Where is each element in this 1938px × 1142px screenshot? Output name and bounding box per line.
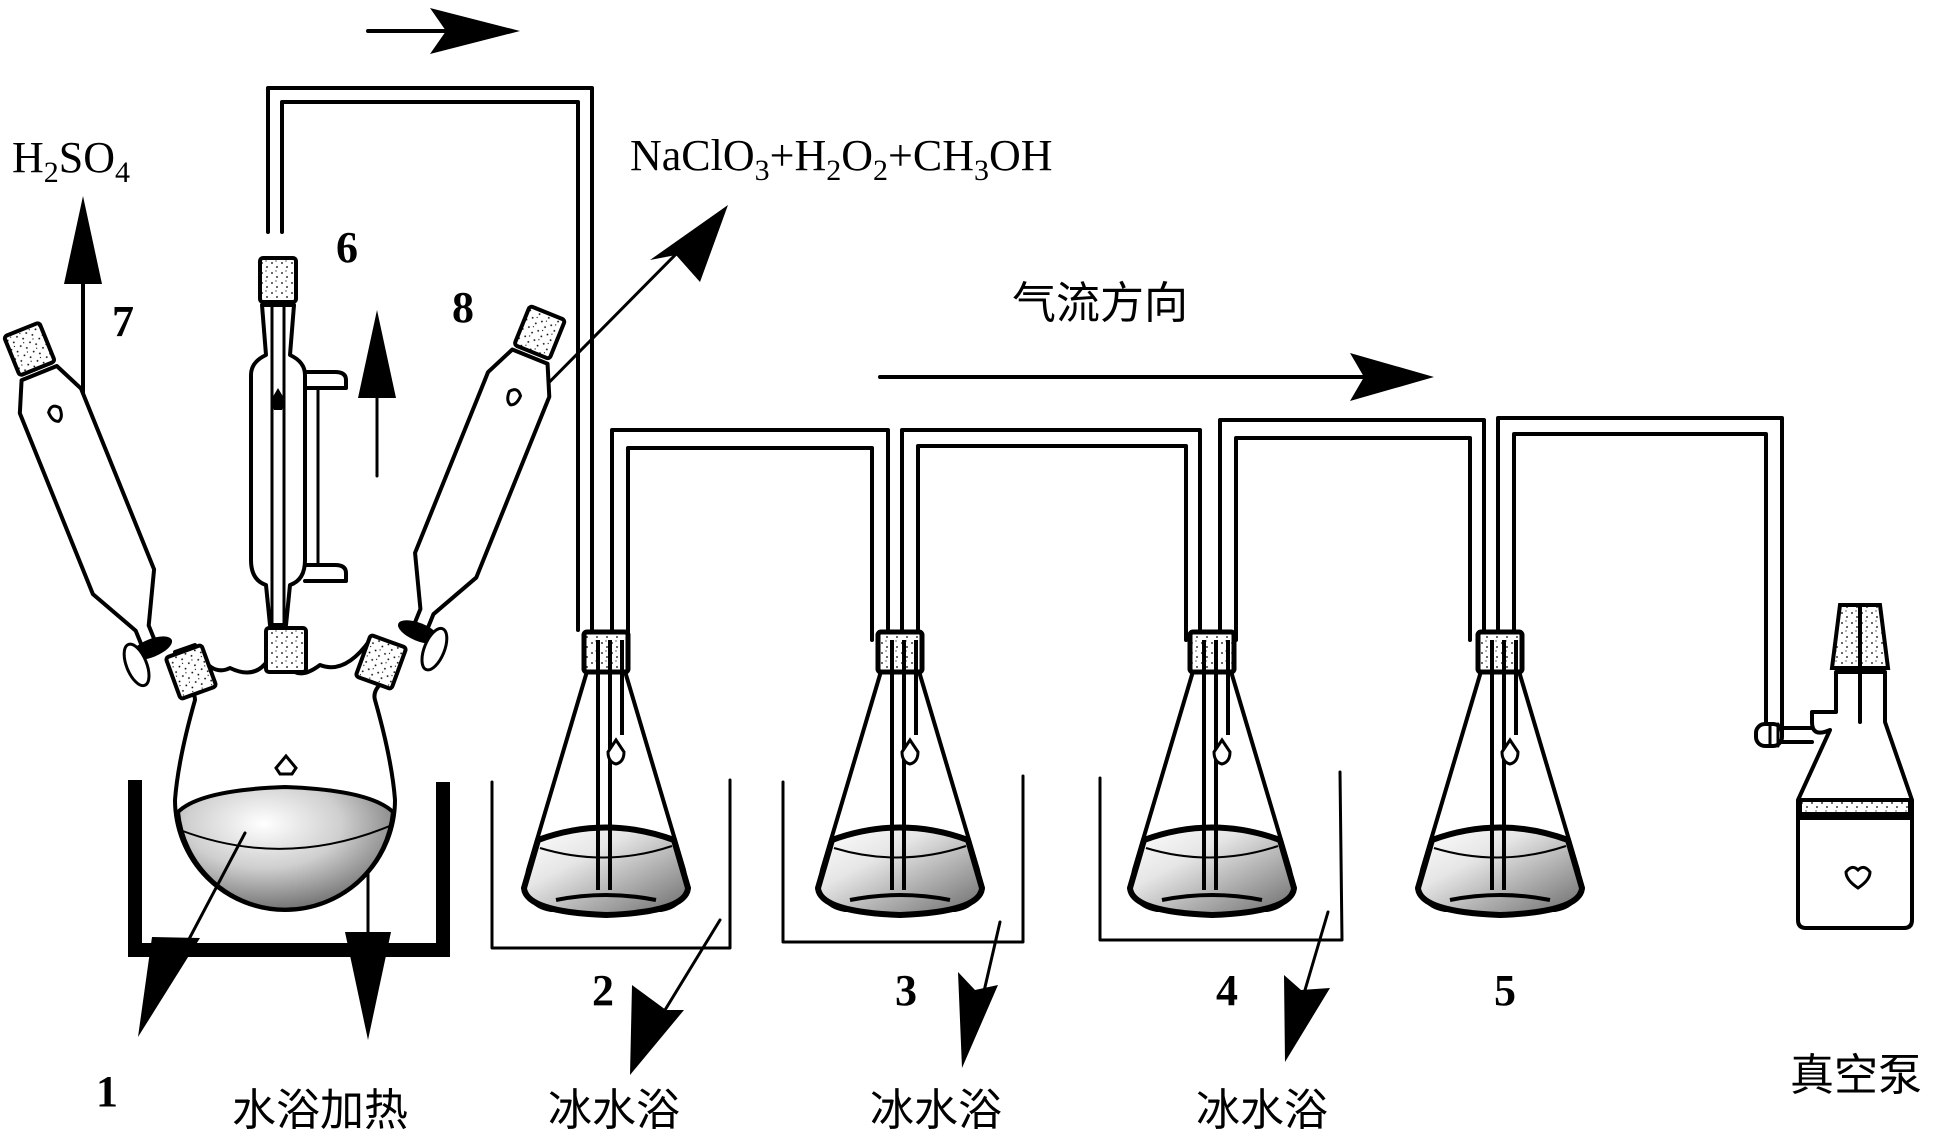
acid-label: H2SO4 [12,133,130,189]
absorption-flasks [520,629,1586,919]
water-bath-pointer [345,872,391,1040]
vacuum-pump-label: 真空泵 [1790,1050,1922,1101]
stopper [875,629,925,675]
liquid [520,824,692,919]
liquid [814,824,986,919]
connecting-tubes [610,416,1784,734]
flow-direction-arrow [878,353,1434,401]
stopper [1187,629,1237,675]
ice-bath-label-2: 冰水浴 [548,1085,680,1136]
absorption-flask-4 [1126,629,1298,919]
water-bath-label: 水浴加热 [232,1085,408,1136]
liquid [1414,824,1586,919]
label-4: 4 [1216,966,1238,1015]
top-flow-arrow [366,8,520,54]
ice-bath-3-pointer [958,920,1002,1068]
condenser-6 [249,256,348,642]
ice-bath-2 [490,778,732,950]
absorption-flask-5 [1414,629,1586,919]
dropping-funnel-7 [2,321,173,688]
liquid [1126,824,1298,919]
flask-1-pointer [138,831,247,1037]
ice-bath-4-pointer [1284,910,1330,1062]
label-3: 3 [895,966,917,1015]
label-2: 2 [592,966,614,1015]
three-neck-flask-1 [164,626,408,912]
label-1: 1 [96,1067,118,1116]
vacuum-trap-bottle [1754,603,1914,930]
absorption-flask-3 [814,629,986,919]
condenser-up-arrow [358,310,396,478]
label-7: 7 [112,297,134,346]
ice-bath-4 [1098,770,1344,942]
absorption-flask-2 [520,629,692,919]
feed-label: NaClO3+H2O2+CH3OH [630,131,1053,187]
water-bath [128,780,450,957]
flow-direction-label: 气流方向 [1012,278,1188,329]
dropping-funnel-8 [397,304,567,672]
ice-bath-2-pointer [630,918,722,1075]
overhead-gas-tube [266,86,594,632]
label-5: 5 [1494,966,1516,1015]
stopper [1475,629,1525,675]
ice-bath-label-3: 冰水浴 [870,1085,1002,1136]
ice-bath-3 [781,774,1025,944]
label-8: 8 [452,283,474,332]
label-6: 6 [336,223,358,272]
stopper [581,629,631,675]
ice-bath-label-4: 冰水浴 [1196,1085,1328,1136]
